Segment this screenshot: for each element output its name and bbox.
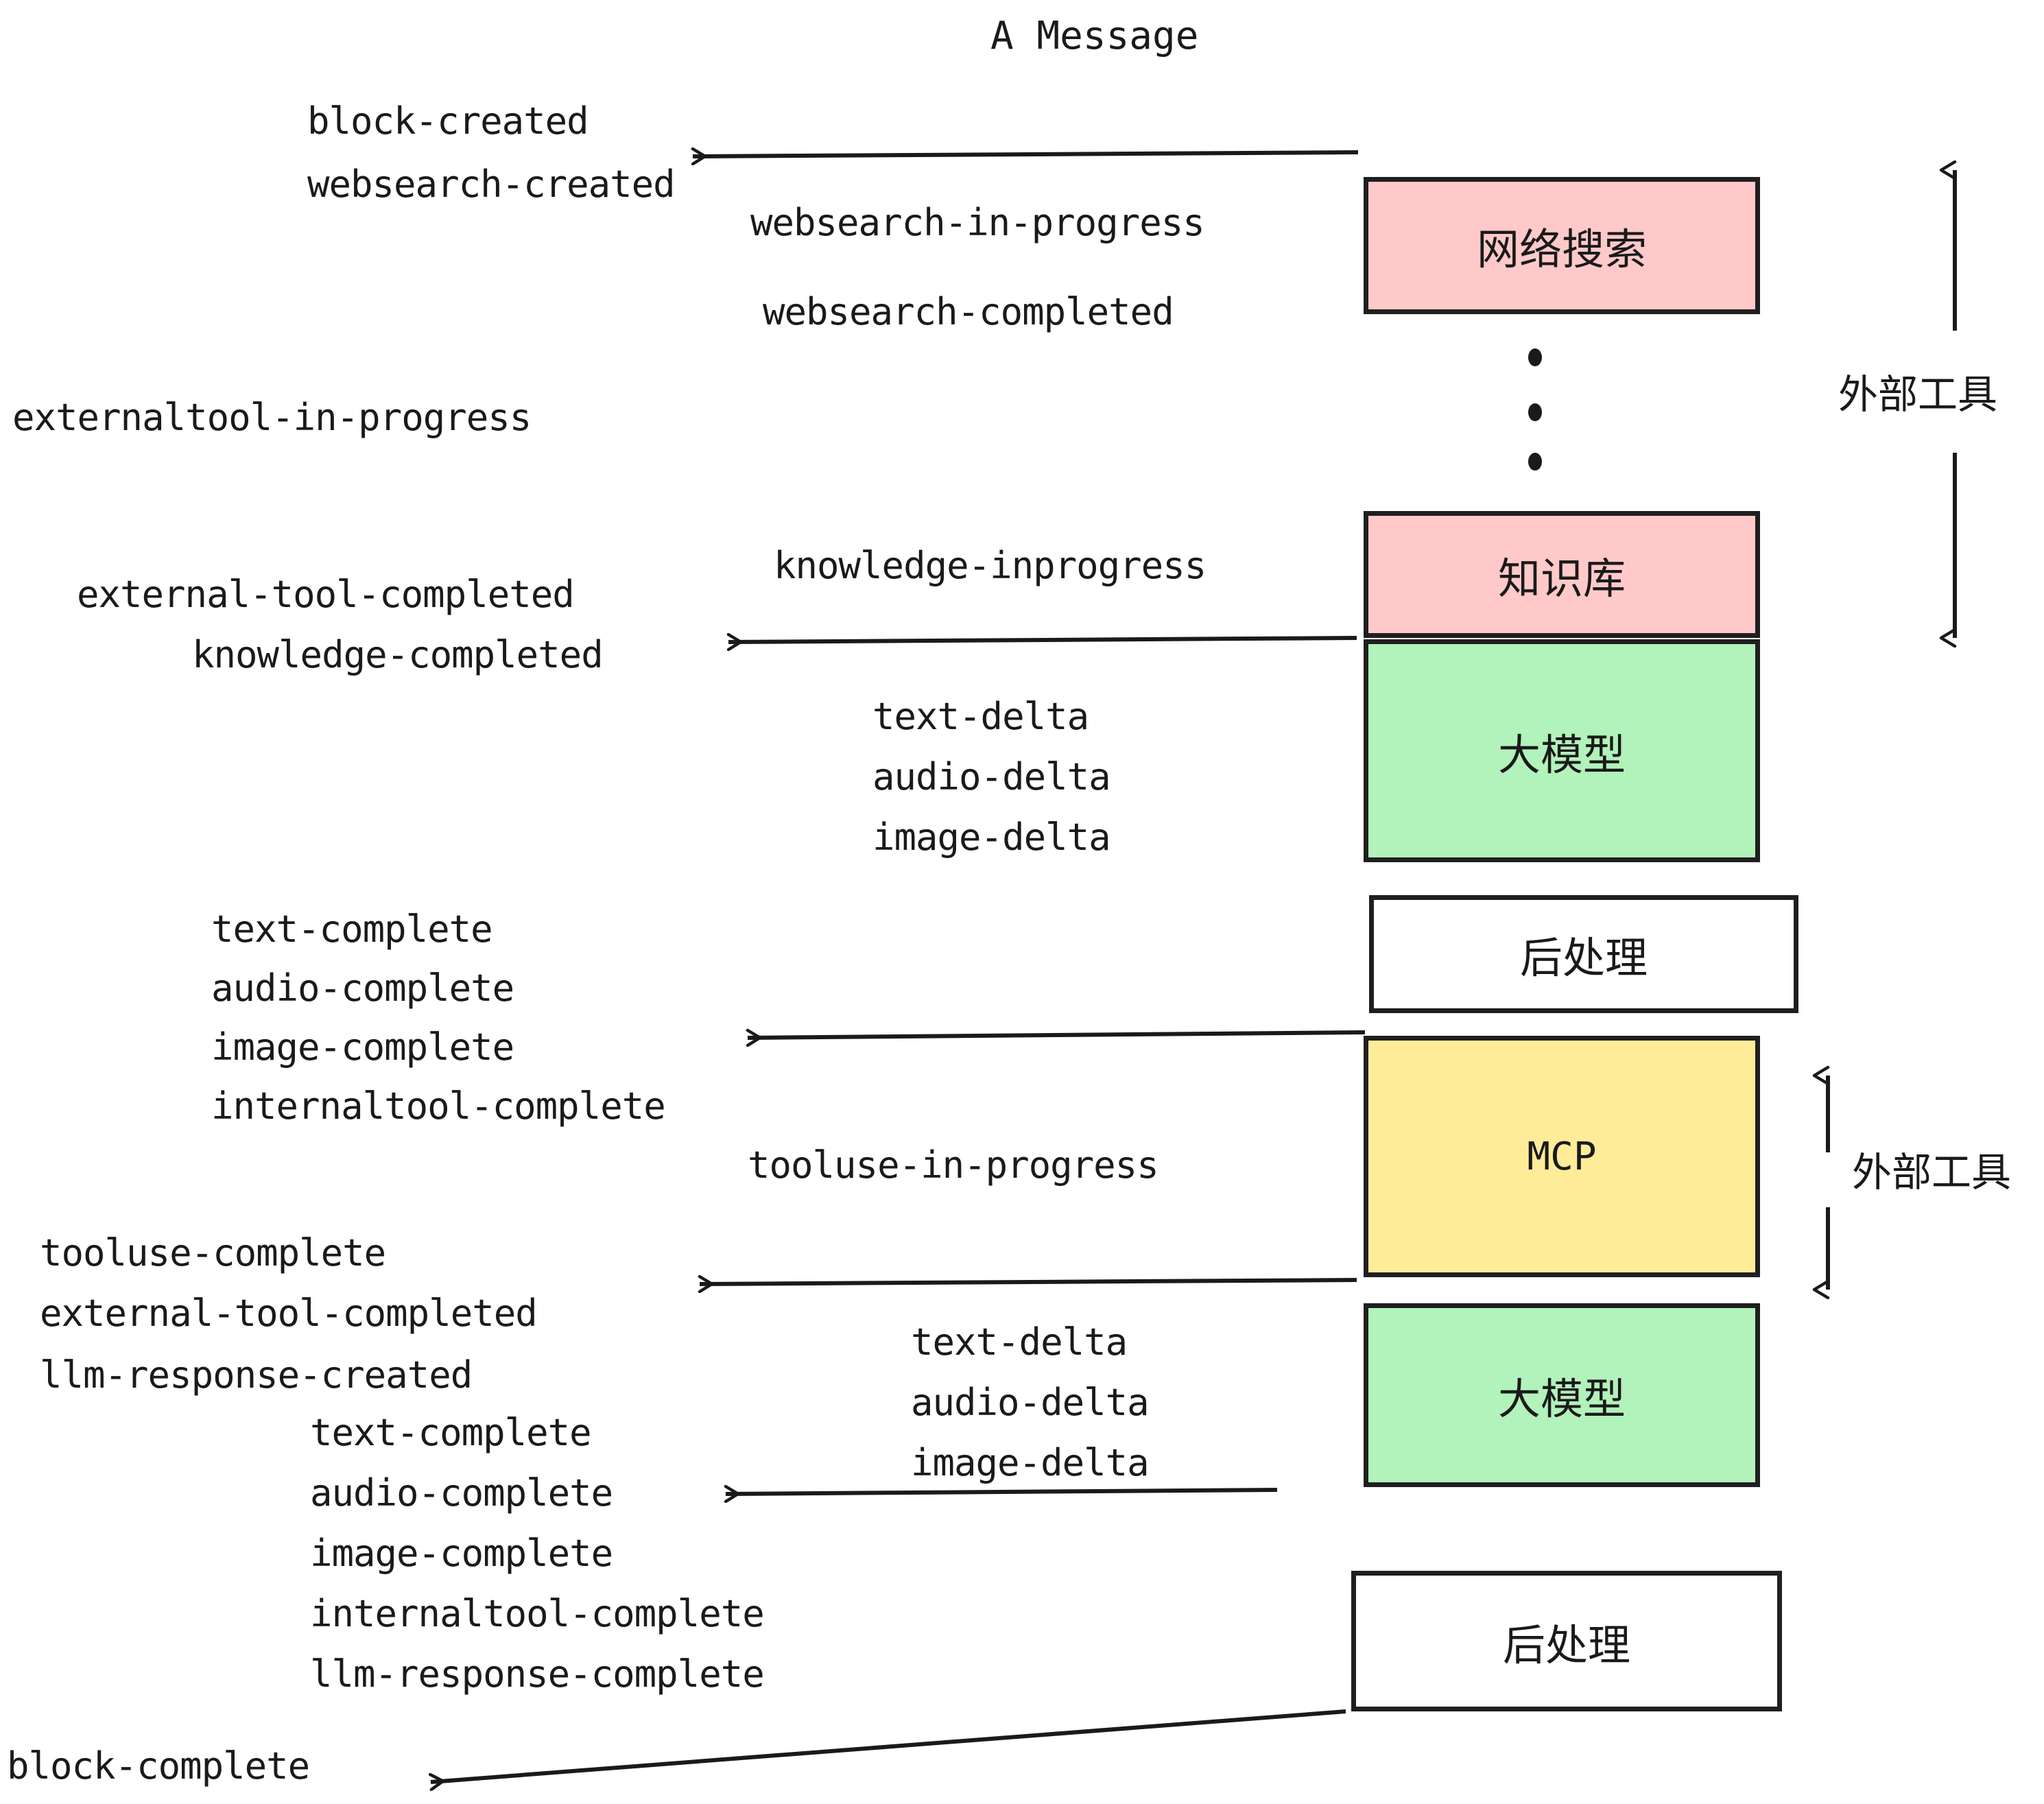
arrow-websearch-to-block-created <box>693 152 1359 156</box>
event-text-complete-2: text-complete <box>310 1411 592 1454</box>
box-knowledge[interactable]: 知识库 <box>1364 511 1760 638</box>
arrow-llm-to-audio-complete <box>726 1490 1278 1494</box>
box-post-top[interactable]: 后处理 <box>1369 895 1798 1013</box>
event-audio-complete-2: audio-complete <box>310 1471 613 1515</box>
box-websearch-label: 网络搜索 <box>1476 224 1647 274</box>
box-llm-bottom-label: 大模型 <box>1497 1374 1626 1424</box>
event-block-created: block-created <box>307 99 589 143</box>
box-post-top-label: 后处理 <box>1519 933 1648 983</box>
box-knowledge-label: 知识库 <box>1497 553 1626 604</box>
event-llm-response-complete: llm-response-complete <box>310 1652 765 1696</box>
box-post-bottom[interactable]: 后处理 <box>1351 1571 1782 1711</box>
event-image-complete-2: image-complete <box>310 1532 613 1575</box>
event-image-delta-1: image-delta <box>872 816 1111 859</box>
event-knowledge-completed: knowledge-completed <box>192 633 604 676</box>
box-mcp-label: MCP <box>1527 1134 1597 1179</box>
event-image-complete-1: image-complete <box>211 1025 514 1069</box>
ellipsis-dot <box>1528 403 1542 421</box>
arrow-post-to-block-complete <box>431 1709 1346 1782</box>
side-label-external-tool-bottom: 外部工具 <box>1852 1149 2012 1196</box>
event-text-delta-2: text-delta <box>911 1320 1128 1364</box>
event-text-delta-1: text-delta <box>872 695 1089 738</box>
diagram-title: A Message <box>990 14 1199 58</box>
event-websearch-in-progress: websearch-in-progress <box>750 201 1205 244</box>
ellipsis-dot <box>1528 348 1542 366</box>
side-label-external-tool-top: 外部工具 <box>1838 371 1998 418</box>
event-external-tool-completed-1: external-tool-completed <box>77 573 575 616</box>
event-image-delta-2: image-delta <box>911 1441 1150 1484</box>
box-llm-bottom[interactable]: 大模型 <box>1364 1303 1760 1487</box>
event-internaltool-complete-2: internaltool-complete <box>310 1592 765 1635</box>
box-post-bottom-label: 后处理 <box>1502 1619 1630 1670</box>
event-audio-delta-2: audio-delta <box>911 1381 1150 1424</box>
event-audio-delta-1: audio-delta <box>872 755 1111 798</box>
event-external-tool-completed-2: external-tool-completed <box>40 1292 538 1335</box>
event-tooluse-complete: tooluse-complete <box>40 1231 386 1274</box>
ellipsis-dot <box>1528 453 1542 471</box>
event-externaltool-in-progress: externaltool-in-progress <box>12 396 532 439</box>
event-tooluse-in-progress: tooluse-in-progress <box>748 1143 1159 1187</box>
event-block-complete: block-complete <box>7 1744 310 1788</box>
arrow-knowledge-to-completed <box>728 638 1357 642</box>
arrow-post-to-image-complete <box>748 1032 1366 1038</box>
event-internaltool-complete-1: internaltool-complete <box>211 1084 666 1128</box>
box-websearch[interactable]: 网络搜索 <box>1364 177 1760 314</box>
box-mcp[interactable]: MCP <box>1364 1036 1760 1277</box>
event-websearch-created: websearch-created <box>307 163 676 206</box>
arrow-mcp-to-tooluse-complete <box>700 1280 1357 1284</box>
event-knowledge-inprogress: knowledge-inprogress <box>774 544 1207 587</box>
box-llm-top-label: 大模型 <box>1497 729 1626 780</box>
event-llm-response-created: llm-response-created <box>40 1353 473 1397</box>
event-text-complete-1: text-complete <box>211 907 493 951</box>
event-audio-complete-1: audio-complete <box>211 966 514 1010</box>
event-websearch-completed: websearch-completed <box>763 290 1174 333</box>
box-llm-top[interactable]: 大模型 <box>1364 639 1760 862</box>
